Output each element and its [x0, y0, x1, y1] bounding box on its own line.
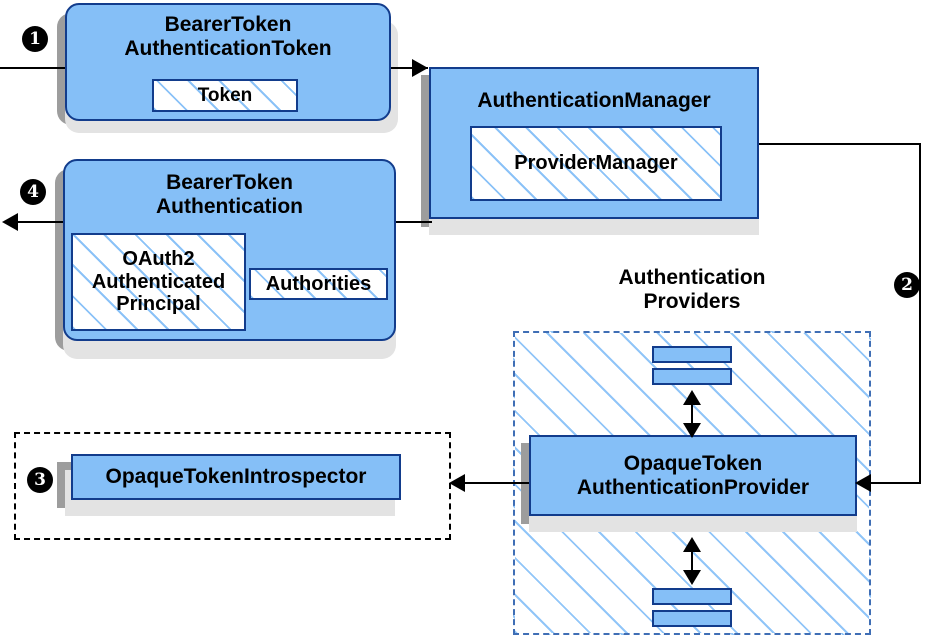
- arrowhead-provider-lower-bars-up: [683, 537, 701, 552]
- stacked-bar-lower-1: [652, 588, 732, 605]
- badge-step-2: 2: [894, 272, 920, 298]
- arrowhead-upper-bars-provider-up: [683, 390, 701, 405]
- stacked-bar-upper-2: [652, 368, 732, 385]
- inner-box-provider-manager-label: ProviderManager: [514, 152, 678, 175]
- connector-upper-bars-provider: [691, 394, 693, 436]
- badge-step-4-label: 4: [27, 182, 39, 202]
- node-bearer-token-authentication-token-title-line1: BearerToken: [164, 13, 292, 36]
- inner-box-principal-line1: OAuth2: [122, 248, 195, 271]
- node-authentication-manager-title: AuthenticationManager: [477, 89, 711, 112]
- badge-step-1: 1: [22, 26, 48, 52]
- badge-step-4: 4: [20, 179, 46, 205]
- inner-box-principal-line3: Principal: [116, 293, 201, 316]
- connector-manager-to-provider-vertical: [919, 143, 921, 483]
- inner-box-authorities[interactable]: Authorities: [249, 268, 388, 300]
- arrowhead-upper-bars-provider-down: [683, 423, 701, 438]
- inner-box-provider-manager[interactable]: ProviderManager: [470, 126, 722, 201]
- arrowhead-provider-lower-bars-down: [683, 570, 701, 585]
- arrowhead-provider-to-introspector: [449, 474, 465, 492]
- authentication-providers-label: Authentication Providers: [513, 266, 871, 313]
- badge-step-2-label: 2: [901, 275, 913, 295]
- arrowhead-token-to-manager: [412, 59, 428, 77]
- connector-provider-to-introspector: [455, 482, 529, 484]
- badge-step-3-label: 3: [34, 470, 46, 490]
- node-bearer-token-authentication-token[interactable]: BearerToken AuthenticationToken: [65, 3, 391, 121]
- connector-manager-to-provider-bottom: [869, 482, 921, 484]
- inner-box-token[interactable]: Token: [152, 79, 298, 112]
- node-opaque-token-authentication-provider-title-line2: AuthenticationProvider: [576, 475, 810, 499]
- connector-provider-lower-bars: [691, 541, 693, 583]
- badge-step-3: 3: [27, 467, 53, 493]
- node-bearer-token-authentication-token-title-line2: AuthenticationToken: [124, 36, 332, 60]
- node-opaque-token-authentication-provider-title-line1: OpaqueToken: [623, 451, 763, 475]
- stacked-bar-lower-2: [652, 610, 732, 627]
- node-opaque-token-introspector[interactable]: OpaqueTokenIntrospector: [71, 454, 401, 500]
- connector-manager-to-provider-top: [759, 143, 920, 145]
- authentication-providers-label-line2: Providers: [643, 289, 741, 313]
- arrowhead-manager-to-provider: [855, 474, 871, 492]
- node-bearer-token-authentication-title-line2: Authentication: [156, 194, 303, 218]
- connector-token-to-manager: [390, 67, 428, 69]
- badge-step-1-label: 1: [29, 29, 41, 49]
- inner-box-principal-line2: Authenticated: [91, 270, 226, 293]
- arrowhead-authentication-out: [2, 213, 18, 231]
- authentication-providers-label-line1: Authentication: [618, 266, 766, 289]
- inner-box-token-label: Token: [197, 84, 253, 106]
- node-bearer-token-authentication-title-line1: BearerToken: [166, 171, 293, 194]
- connector-request-in: [0, 67, 68, 69]
- connector-manager-to-authentication: [396, 221, 432, 223]
- connector-authentication-out: [16, 221, 68, 223]
- inner-box-authorities-label: Authorities: [265, 272, 372, 295]
- inner-box-oauth2-authenticated-principal[interactable]: OAuth2 Authenticated Principal: [71, 233, 246, 331]
- node-opaque-token-authentication-provider[interactable]: OpaqueToken AuthenticationProvider: [529, 435, 857, 516]
- node-opaque-token-introspector-title: OpaqueTokenIntrospector: [105, 465, 367, 489]
- stacked-bar-upper-1: [652, 346, 732, 363]
